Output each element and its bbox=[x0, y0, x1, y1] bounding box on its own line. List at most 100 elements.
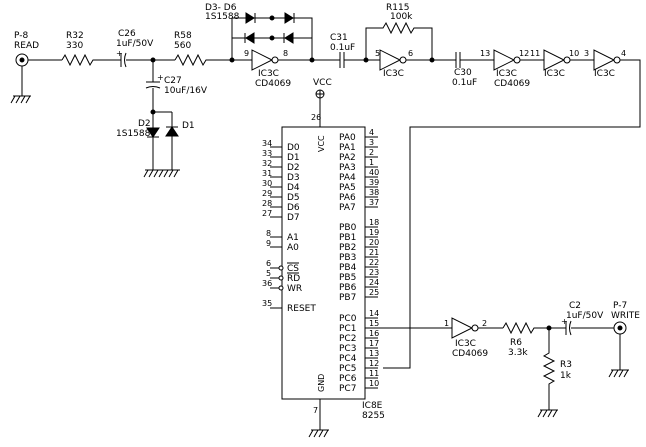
svg-text:21: 21 bbox=[369, 248, 379, 257]
svg-text:12: 12 bbox=[369, 359, 379, 368]
g6-in-pin: 1 bbox=[444, 319, 449, 328]
svg-text:PB0: PB0 bbox=[339, 223, 357, 233]
svg-text:1: 1 bbox=[369, 158, 374, 167]
ic-pin-d1: 33 D1 bbox=[262, 149, 300, 163]
svg-text:27: 27 bbox=[262, 209, 272, 218]
ground-r3 bbox=[537, 409, 558, 418]
svg-text:PB2: PB2 bbox=[339, 243, 356, 253]
ground-ic bbox=[308, 399, 329, 438]
svg-text:6: 6 bbox=[266, 259, 271, 268]
g3-ref: IC3C bbox=[496, 69, 517, 79]
svg-text:30: 30 bbox=[262, 179, 272, 188]
svg-text:9: 9 bbox=[266, 239, 271, 248]
svg-text:18: 18 bbox=[369, 218, 379, 227]
ic-pin-pa1: 3 PA1 bbox=[339, 138, 378, 153]
svg-text:PC5: PC5 bbox=[339, 364, 356, 374]
ic-pin-pc6: 11 PC6 bbox=[339, 369, 379, 384]
resistor-r3: R3 1k bbox=[542, 328, 572, 410]
svg-text:PB1: PB1 bbox=[339, 233, 356, 243]
svg-text:PB6: PB6 bbox=[339, 283, 357, 293]
resistor-r115: R115 100k bbox=[363, 3, 435, 63]
svg-text:33: 33 bbox=[262, 149, 272, 158]
ic-gnd-label: GND bbox=[317, 374, 326, 392]
ic-pin-pb6: 24 PB6 bbox=[339, 278, 379, 293]
g5-out-pin: 4 bbox=[621, 49, 626, 58]
svg-text:19: 19 bbox=[369, 228, 379, 237]
g4-out-pin: 10 bbox=[569, 49, 579, 58]
g5-ref: IC3C bbox=[594, 69, 615, 79]
svg-text:D7: D7 bbox=[287, 213, 300, 223]
g3-part: CD4069 bbox=[494, 79, 530, 89]
svg-text:PC7: PC7 bbox=[339, 384, 356, 394]
svg-text:PC6: PC6 bbox=[339, 374, 357, 384]
g2-in-pin: 5 bbox=[375, 49, 380, 58]
ic-pin-pb2: 20 PB2 bbox=[339, 238, 379, 253]
svg-text:A1: A1 bbox=[287, 233, 299, 243]
svg-text:29: 29 bbox=[262, 189, 272, 198]
svg-text:23: 23 bbox=[369, 268, 379, 277]
c26-ref: C26 bbox=[118, 29, 136, 39]
c2-value: 1uF/50V bbox=[566, 311, 604, 321]
ic-pin-d6: 28 D6 bbox=[262, 199, 300, 213]
svg-text:PA1: PA1 bbox=[339, 143, 356, 153]
svg-text:2: 2 bbox=[369, 148, 374, 157]
d1-ref: D1 bbox=[182, 121, 195, 131]
svg-text:PA5: PA5 bbox=[339, 183, 356, 193]
ic-pin-reset: 35 RESET bbox=[262, 299, 316, 314]
d2-part: 1S1588 bbox=[116, 129, 151, 139]
ic-pin-pb3: 21 PB3 bbox=[339, 248, 379, 263]
inverter-gate-1: 9 8 IC3C CD4069 bbox=[232, 49, 312, 89]
r58-ref: R58 bbox=[174, 31, 192, 41]
ic-pin-pc5: 12 PC5 bbox=[339, 359, 379, 374]
g3-out-pin: 12 bbox=[519, 49, 529, 58]
ic-pin-pc2: 16 PC2 bbox=[339, 329, 379, 344]
ic-pin-a1: 8 A1 bbox=[266, 229, 299, 243]
d2-ref: D2 bbox=[138, 119, 151, 129]
r115-ref: R115 bbox=[386, 3, 409, 13]
svg-text:A0: A0 bbox=[287, 243, 299, 253]
ic-pin-d7: 27 D7 bbox=[262, 209, 300, 223]
svg-text:RD: RD bbox=[287, 274, 300, 284]
r3-ref: R3 bbox=[560, 360, 572, 370]
ic-pin-pa7: 37 PA7 bbox=[339, 198, 379, 213]
diode-array-d3-d6: D3- D6 1S1588 bbox=[205, 3, 315, 63]
svg-text:8: 8 bbox=[266, 229, 271, 238]
c30-value: 0.1uF bbox=[452, 78, 477, 88]
svg-text:D3: D3 bbox=[287, 173, 300, 183]
g2-out-pin: 6 bbox=[408, 49, 413, 58]
svg-text:D0: D0 bbox=[287, 143, 300, 153]
ic-vcc-label: VCC bbox=[317, 135, 326, 152]
ic-pin-pb7: 25 PB7 bbox=[339, 288, 379, 303]
svg-text:31: 31 bbox=[262, 169, 272, 178]
ic-pin-a0: 9 A0 bbox=[266, 239, 299, 253]
ic-pin-wr: 36 WR bbox=[262, 279, 302, 294]
ic-pin-d4: 30 D4 bbox=[262, 179, 300, 193]
capacitor-c26: C26 1uF/50V + bbox=[116, 29, 175, 68]
svg-text:+: + bbox=[561, 317, 568, 326]
resistor-r6: R6 3.3k bbox=[502, 321, 562, 358]
svg-text:35: 35 bbox=[262, 299, 272, 308]
g4-in-pin: 11 bbox=[530, 49, 540, 58]
inverter-gate-5: 3 4 IC3C bbox=[584, 49, 626, 79]
ic-pin-pc3: 17 PC3 bbox=[339, 339, 379, 354]
svg-text:39: 39 bbox=[369, 178, 379, 187]
ic-pin-d2: 32 D2 bbox=[262, 159, 300, 173]
svg-text:D1: D1 bbox=[287, 153, 300, 163]
svg-text:PA7: PA7 bbox=[339, 203, 356, 213]
ic-part: 8255 bbox=[362, 411, 385, 421]
svg-text:3: 3 bbox=[369, 138, 374, 147]
capacitor-c2: C2 1uF/50V + bbox=[561, 301, 614, 336]
ic-pin-pb4: 22 PB4 bbox=[339, 258, 379, 273]
svg-text:PB5: PB5 bbox=[339, 273, 356, 283]
svg-text:24: 24 bbox=[369, 278, 379, 287]
g6-out-pin: 2 bbox=[482, 319, 487, 328]
read-connector-name: READ bbox=[14, 41, 39, 51]
ic-pin-pa4: 40 PA4 bbox=[339, 168, 379, 183]
c27-ref: C27 bbox=[164, 76, 182, 86]
inverter-gate-2: 5 6 IC3C bbox=[366, 49, 452, 79]
r115-value: 100k bbox=[390, 12, 413, 22]
c26-value: 1uF/50V bbox=[116, 39, 154, 49]
d3d6-part: 1S1588 bbox=[205, 12, 240, 22]
svg-text:WR: WR bbox=[287, 284, 302, 294]
vcc-label: VCC bbox=[313, 78, 332, 88]
